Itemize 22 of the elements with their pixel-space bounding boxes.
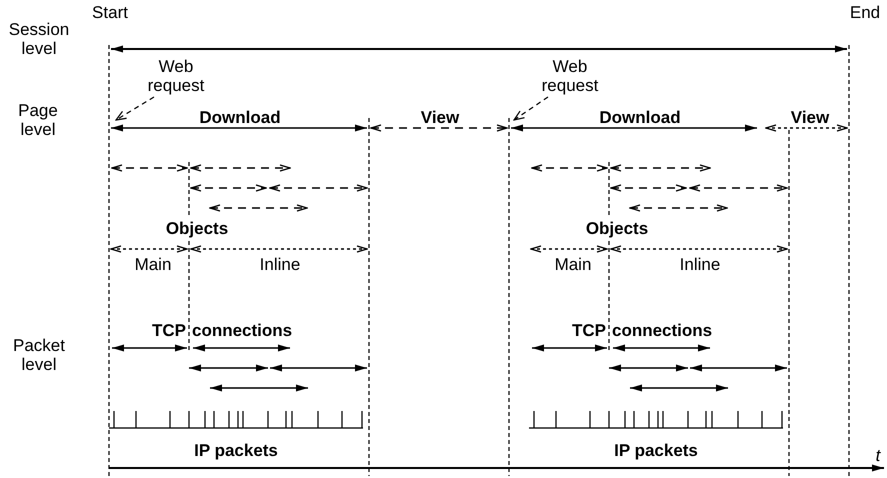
diagram-label: Start [91, 3, 129, 22]
diagram-label: Inline [678, 255, 722, 274]
diagram-label: TCP [571, 321, 606, 340]
diagram-label: Objects [584, 219, 650, 238]
diagram-label: Objects [164, 219, 230, 238]
diagram-label: IP packets [613, 441, 699, 460]
diagram-label: Packet level [12, 336, 66, 374]
diagram-label: Page level [17, 101, 59, 139]
callout-text: Web request [540, 57, 600, 95]
diagram-label: Main [554, 255, 592, 274]
leader-line [513, 96, 548, 121]
diagram-label: End [848, 3, 882, 22]
diagram-label: Inline [258, 255, 302, 274]
diagram-label: TCP [151, 321, 186, 340]
diagram-label: Session level [8, 20, 70, 58]
diagram-label: connections [612, 321, 714, 340]
diagram-label: connections [192, 321, 294, 340]
diagram-label: t [874, 446, 882, 465]
leader-line [115, 96, 154, 121]
callout-text: Web request [146, 57, 206, 95]
diagram-label: Main [134, 255, 172, 274]
diagram-label: IP packets [193, 441, 279, 460]
